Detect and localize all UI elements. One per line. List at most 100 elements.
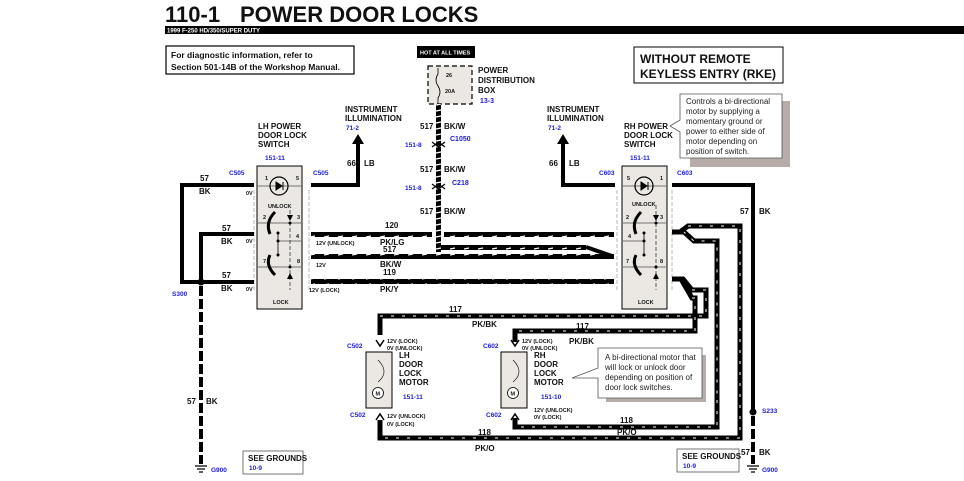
wire-118-circuit-1: 118	[478, 428, 491, 437]
wire-517-join	[585, 245, 613, 258]
lh-motor-label-4: MOTOR	[399, 378, 429, 387]
rh-motor-label-2: DOOR	[534, 360, 558, 369]
lh-switch-ref-link[interactable]: 151-11	[265, 155, 285, 162]
rh-see-grounds-label: SEE GROUNDS	[682, 452, 742, 461]
motor-callout-text: A bi-directional motor that will lock or…	[604, 353, 696, 392]
rh-illum-arrow-icon	[557, 134, 569, 144]
switch-callout-text: Controls a bi-directional motor by suppl…	[686, 97, 770, 156]
lh-57-label-3: 57	[222, 271, 231, 280]
rh-motor-top-connector-icon	[510, 339, 520, 348]
wire-517-label-1: 517	[420, 122, 434, 131]
wire-117-rh-run	[512, 276, 698, 342]
rh-c603-left-label[interactable]: C603	[599, 170, 615, 177]
hot-at-all-times-label: HOT AT ALL TIMES	[420, 51, 470, 57]
rh-see-grounds-ref-link[interactable]: 10-9	[683, 463, 696, 470]
wire-517-junction	[436, 245, 586, 250]
rh-motor-c602-bottom-label[interactable]: C602	[486, 412, 502, 419]
wire-120-right	[444, 232, 614, 237]
page-number: 110-1	[165, 2, 220, 27]
lh-motor-m: M	[376, 392, 381, 398]
lh-switch-label-3: SWITCH	[258, 140, 290, 149]
splice-s300-dot	[197, 278, 205, 286]
lh-illum-ref-link[interactable]: 71-2	[346, 125, 359, 132]
lh-ground-icon	[195, 465, 207, 473]
fuse-icon	[435, 68, 441, 104]
lh-c505-left-label[interactable]: C505	[229, 170, 245, 177]
lh-57-label-1: 57	[200, 174, 209, 183]
rh-switch-label-2: DOOR LOCK	[624, 131, 673, 140]
lh-pin-3: 3	[297, 215, 300, 221]
rh-pin-4: 4	[628, 234, 632, 240]
rh-power-door-lock-switch: UNLOCK LOCK 5 1 2 3 4 7 8	[621, 165, 668, 310]
splice-s233-label[interactable]: S233	[762, 408, 778, 415]
rh-57-label-2: 57	[741, 448, 750, 457]
lh-illum-arrow-icon	[352, 134, 364, 144]
lh-motor-label-3: LOCK	[399, 369, 422, 378]
lh-bk-label-2: BK	[221, 237, 233, 246]
rh-motor-c602-top-label[interactable]: C602	[483, 343, 499, 350]
rh-motor-label-3: LOCK	[534, 369, 557, 378]
lh-motor-ref-link[interactable]: 151-11	[403, 394, 423, 401]
rh-pin-3: 3	[660, 215, 663, 221]
rh-motor-label-4: MOTOR	[534, 378, 564, 387]
lh-pin-5: 5	[296, 176, 299, 182]
rh-57-label-1: 57	[740, 207, 749, 216]
lh-0v-1: 0V	[246, 191, 253, 197]
rh-see-grounds-box	[676, 448, 740, 473]
wire-66-rh	[561, 142, 615, 187]
lh-motor-c502-top-label[interactable]: C502	[347, 343, 363, 350]
rh-motor-top-v1: 12V (LOCK)	[522, 339, 553, 345]
switch-callout-box	[669, 93, 783, 159]
rh-g900-label[interactable]: G900	[762, 467, 778, 474]
callout-line: depending on position of	[605, 373, 693, 382]
rh-switch-ref-link[interactable]: 151-11	[630, 155, 650, 162]
lh-pin-2: 2	[263, 215, 266, 221]
pdb-ref-link[interactable]: 13-3	[480, 98, 494, 105]
lh-motor-label-2: DOOR	[399, 360, 423, 369]
c1050-ref-link[interactable]: 151-8	[405, 142, 422, 149]
c218-ref-link[interactable]: 151-8	[405, 185, 422, 192]
fuse-number: 26	[446, 73, 452, 79]
lh-g900-label[interactable]: G900	[211, 467, 227, 474]
diagnostic-note-line2: Section 501-14B of the Workshop Manual.	[171, 62, 340, 72]
wire-bkw-label-1: BK/W	[444, 122, 466, 131]
lh-see-grounds-ref-link[interactable]: 10-9	[249, 465, 262, 472]
rh-illum-ref-link[interactable]: 71-2	[548, 125, 561, 132]
callout-line: momentary ground or	[686, 117, 763, 126]
lh-pin-7: 7	[263, 259, 266, 265]
lh-c505-right-label[interactable]: C505	[313, 170, 329, 177]
lh-motor-c502-bottom-label[interactable]: C502	[350, 412, 366, 419]
lh-see-grounds-label: SEE GROUNDS	[248, 454, 308, 463]
lh-motor-top-connector-icon	[375, 339, 385, 348]
wire-119-color: PK/Y	[380, 285, 399, 294]
connector-c1050-icon	[431, 141, 446, 148]
lh-door-lock-motor: M	[365, 351, 393, 409]
rh-motor-top-v2: 0V (UNLOCK)	[522, 346, 558, 352]
rh-switch-label-3: SWITCH	[624, 140, 656, 149]
callout-line: Controls a bi-directional	[686, 97, 770, 106]
rh-switch-unlock-label: UNLOCK	[632, 202, 656, 208]
callout-line: position of switch.	[686, 147, 749, 156]
c218-label[interactable]: C218	[452, 180, 469, 187]
rh-pin-1: 1	[660, 176, 663, 182]
rh-motor-ref-link[interactable]: 151-10	[541, 394, 562, 401]
lh-illum-label-2: ILLUMINATION	[345, 114, 402, 123]
lh-wire-66-circuit: 66	[347, 159, 356, 168]
rh-c603-right-label[interactable]: C603	[677, 170, 693, 177]
rh-motor-label-1: RH	[534, 351, 546, 360]
pdb-label-1: POWER	[478, 66, 508, 75]
splice-s300-label[interactable]: S300	[172, 291, 188, 298]
connector-c218-icon	[431, 183, 446, 190]
rh-switch-lock-contact-icon	[632, 254, 643, 277]
wire-517-label-2: 517	[420, 165, 434, 174]
wire-bkw-label-2: BK/W	[444, 165, 466, 174]
c1050-label[interactable]: C1050	[450, 136, 471, 143]
rh-bk-label-1: BK	[759, 207, 771, 216]
rh-motor-bottom-connector-icon	[510, 412, 520, 421]
lh-0v-2: 0V	[246, 239, 253, 245]
lh-0v-3: 0V	[246, 287, 253, 293]
lh-motor-symbol-icon	[372, 387, 384, 399]
rh-ground-icon	[747, 465, 759, 473]
variant-line2: KEYLESS ENTRY (RKE)	[640, 67, 776, 81]
